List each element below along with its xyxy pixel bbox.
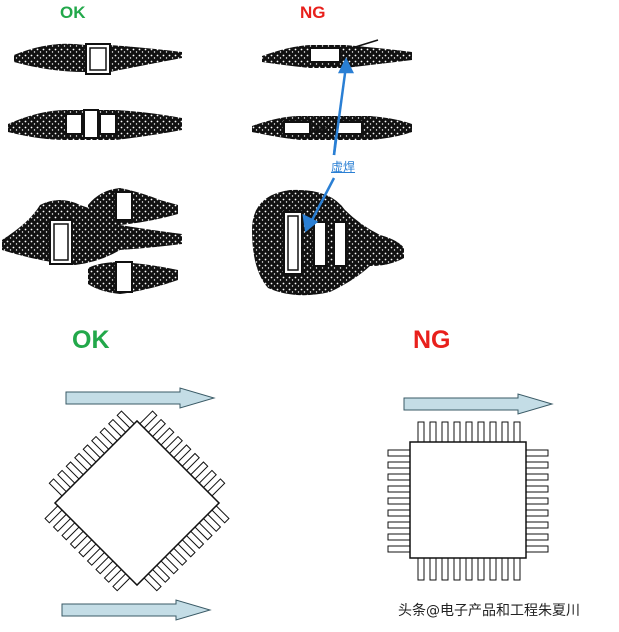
solder-joint-illustrations: xx xyxy=(2,39,412,296)
ok-joint-2 xyxy=(8,109,182,140)
bottom-ng-label: NG xyxy=(413,326,451,354)
watermark-text: 头条@电子产品和工程朱夏川 xyxy=(398,603,580,619)
callout-arrows xyxy=(302,57,355,233)
svg-text:xx: xx xyxy=(314,124,327,136)
ng-joint-1 xyxy=(262,39,412,68)
top-ng-label: NG xyxy=(300,3,326,22)
ok-flow-arrow-top xyxy=(65,387,216,409)
ng-flow-arrow xyxy=(403,393,554,415)
ok-joint-1 xyxy=(14,43,182,75)
ok-rotated-qfp-chip xyxy=(44,410,230,592)
ng-joint-2: xx xyxy=(252,116,412,140)
bottom-ok-label: OK xyxy=(72,326,110,354)
ok-joint-3 xyxy=(2,188,182,294)
ng-straight-qfp-chip xyxy=(387,421,549,581)
top-ok-label: OK xyxy=(60,3,86,22)
cold-solder-callout: 虚焊 xyxy=(329,158,358,175)
ok-flow-arrow-bottom xyxy=(61,599,212,621)
ng-joint-3 xyxy=(252,189,404,296)
